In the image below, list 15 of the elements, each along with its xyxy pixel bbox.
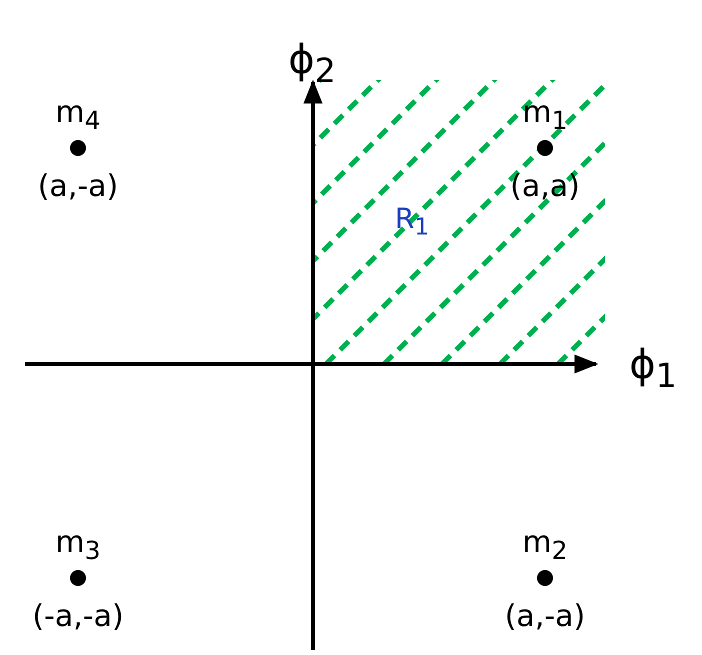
axis-label: ϕ$_{1}$ bbox=[629, 345, 677, 392]
region-label: R$_{1}$ bbox=[394, 205, 430, 239]
point-name: m$_{3}$ bbox=[55, 528, 101, 563]
signal-point bbox=[537, 570, 553, 586]
coordinate-label: (a,-a) bbox=[38, 172, 118, 202]
point-name: m$_{1}$ bbox=[522, 98, 568, 133]
coordinate-label: (a,-a) bbox=[504, 602, 586, 632]
axis-label: ϕ$_{2}$ bbox=[288, 40, 336, 88]
coordinate-label: (a,a) bbox=[510, 172, 580, 202]
signal-point bbox=[537, 140, 553, 156]
coordinate-label: (-a,-a) bbox=[32, 602, 124, 632]
signal-point bbox=[70, 140, 86, 156]
point-name: m$_{2}$ bbox=[522, 528, 568, 563]
signal-point bbox=[70, 570, 86, 586]
point-name: m$_{4}$ bbox=[55, 98, 101, 133]
